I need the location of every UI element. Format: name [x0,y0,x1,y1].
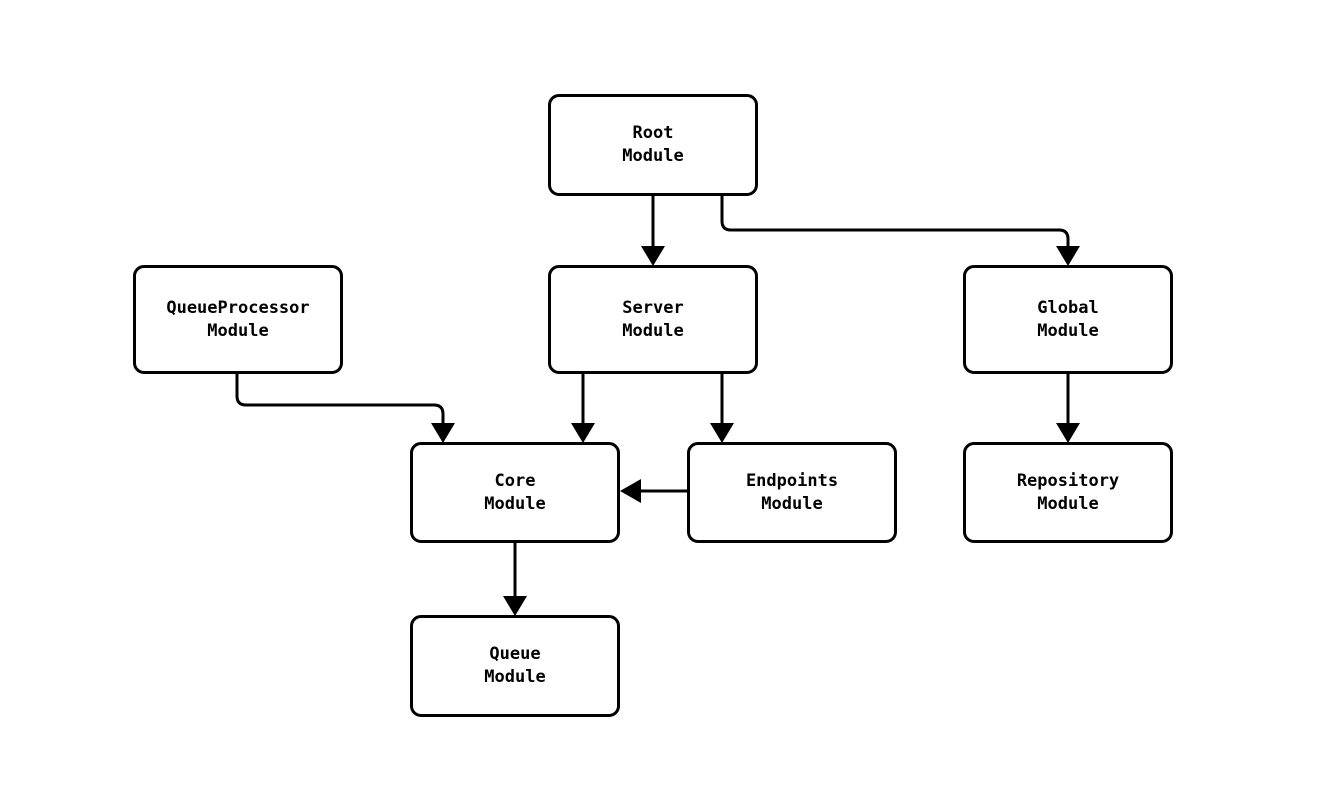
node-queueprocessor-module[interactable]: QueueProcessor Module [133,265,343,374]
arrowhead-down-icon [641,246,665,266]
node-queue-module[interactable]: Queue Module [410,615,620,717]
node-endpoints-module[interactable]: Endpoints Module [687,442,897,543]
node-repository-module[interactable]: Repository Module [963,442,1173,543]
arrowhead-down-icon [710,423,734,443]
node-queueprocessor-module-label: QueueProcessor Module [166,297,310,341]
node-server-module-label: Server Module [622,297,684,341]
edge-server-to-core [571,374,595,443]
node-core-module-label: Core Module [484,470,546,514]
node-endpoints-module-label: Endpoints Module [745,470,839,514]
edge-server-to-endpoints [710,374,734,443]
edge-root-to-server [641,196,665,266]
node-global-module-label: Global Module [1037,297,1099,341]
edge-queueprocessor-to-core [235,374,455,443]
node-global-module[interactable]: Global Module [963,265,1173,374]
edge-core-to-queue [503,543,527,616]
node-root-module-label: Root Module [622,123,684,166]
node-server-module[interactable]: Server Module [548,265,758,374]
edge-global-to-repository [1056,374,1080,443]
arrowhead-left-icon [620,479,641,503]
arrowhead-down-icon [431,423,455,443]
node-core-module[interactable]: Core Module [410,442,620,543]
arrowhead-down-icon [571,423,595,443]
edge-endpoints-to-core [620,479,687,503]
node-root-module[interactable]: Root Module [548,94,758,196]
arrowhead-down-icon [1056,246,1080,266]
node-repository-module-label: Repository Module [1016,470,1120,514]
arrowhead-down-icon [1056,423,1080,443]
node-queue-module-label: Queue Module [484,644,546,687]
edge-root-to-global [720,196,1080,266]
arrowhead-down-icon [503,596,527,616]
